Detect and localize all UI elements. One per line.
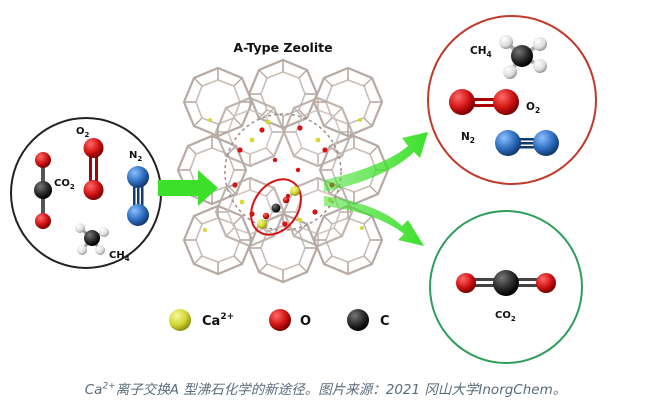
passed-ch4-label: CH4 (470, 45, 492, 59)
co2-molecule (34, 152, 52, 229)
adsorbed-co2-label: CO2 (495, 310, 516, 323)
ch4-molecule (499, 35, 547, 79)
passed-gases: CH4 O2 N2 (427, 15, 597, 185)
pass-through-arrow (324, 132, 428, 192)
input-arrow (158, 170, 218, 206)
n2-molecule (127, 166, 149, 226)
caption-superscript: 2+ (102, 381, 116, 392)
o2-molecule (449, 89, 519, 115)
atom-legend: Ca2+ O C (169, 309, 390, 331)
legend-c-label: C (380, 314, 390, 329)
feed-ch4-label: CH4 (109, 250, 130, 263)
feed-gas-mixture: CO2 O2 N2 (10, 117, 162, 269)
legend-ca-swatch (169, 309, 191, 331)
passed-o2-label: O2 (526, 101, 540, 115)
feed-o2-label: O2 (76, 126, 90, 139)
feed-n2-label: N2 (129, 150, 142, 163)
legend-o-label: O (300, 314, 311, 329)
zeolite-framework (176, 58, 390, 284)
legend-c-swatch (347, 309, 369, 331)
o2-molecule (83, 138, 104, 200)
feed-co2-label: CO2 (54, 178, 75, 191)
adsorbed-arrow (324, 196, 424, 246)
n2-molecule (495, 130, 559, 156)
co2-molecule (456, 270, 556, 296)
caption-text: 离子交换A 型沸石化学的新途径。图片来源：2021 冈山大学InorgChem。 (115, 382, 567, 398)
ch4-molecule (75, 223, 109, 255)
adsorbed-gas: CO2 (429, 210, 583, 364)
legend-ca-label: Ca2+ (202, 312, 234, 329)
figure-caption: Ca2+离子交换A 型沸石化学的新途径。图片来源：2021 冈山大学InorgC… (0, 378, 651, 399)
zeolite-separation-diagram: A-Type Zeolite (10, 15, 597, 364)
passed-n2-label: N2 (461, 131, 475, 145)
caption-prefix: Ca (84, 382, 103, 398)
legend-o-swatch (269, 309, 291, 331)
diagram-title: A-Type Zeolite (233, 40, 332, 55)
